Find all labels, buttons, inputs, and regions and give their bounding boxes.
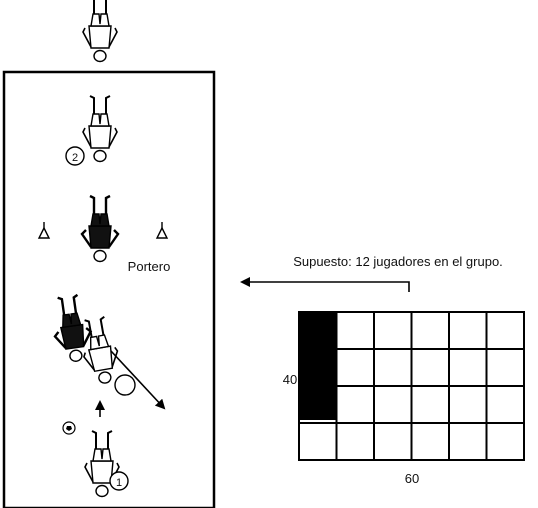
grid-diagram: 60 40	[283, 311, 525, 486]
player-2-number: 2	[72, 152, 78, 164]
goalkeeper	[80, 194, 120, 263]
top-player	[82, 0, 118, 63]
defending-player	[48, 292, 96, 365]
player-1-marker	[109, 471, 129, 491]
cone-right-icon	[37, 222, 51, 239]
grid-height-label: 40	[283, 372, 297, 387]
goalkeeper-label: Portero	[128, 259, 171, 274]
attacking-player	[76, 314, 124, 387]
group-note: Supuesto: 12 jugadores en el grupo.	[293, 254, 503, 269]
grid-to-field-arrow	[240, 277, 410, 292]
player-2	[82, 95, 118, 163]
grid-width-label: 60	[405, 471, 419, 486]
training-ball	[114, 374, 136, 396]
player-2-marker	[65, 146, 85, 166]
grid-lines	[298, 311, 525, 461]
player-1-number: 1	[116, 477, 122, 489]
field-boundary	[2, 70, 216, 508]
soccer-ball-icon	[62, 421, 76, 435]
grid-shaded-column	[299, 312, 336, 420]
cone-left-icon	[155, 222, 169, 239]
dribble-arrow	[110, 350, 166, 410]
